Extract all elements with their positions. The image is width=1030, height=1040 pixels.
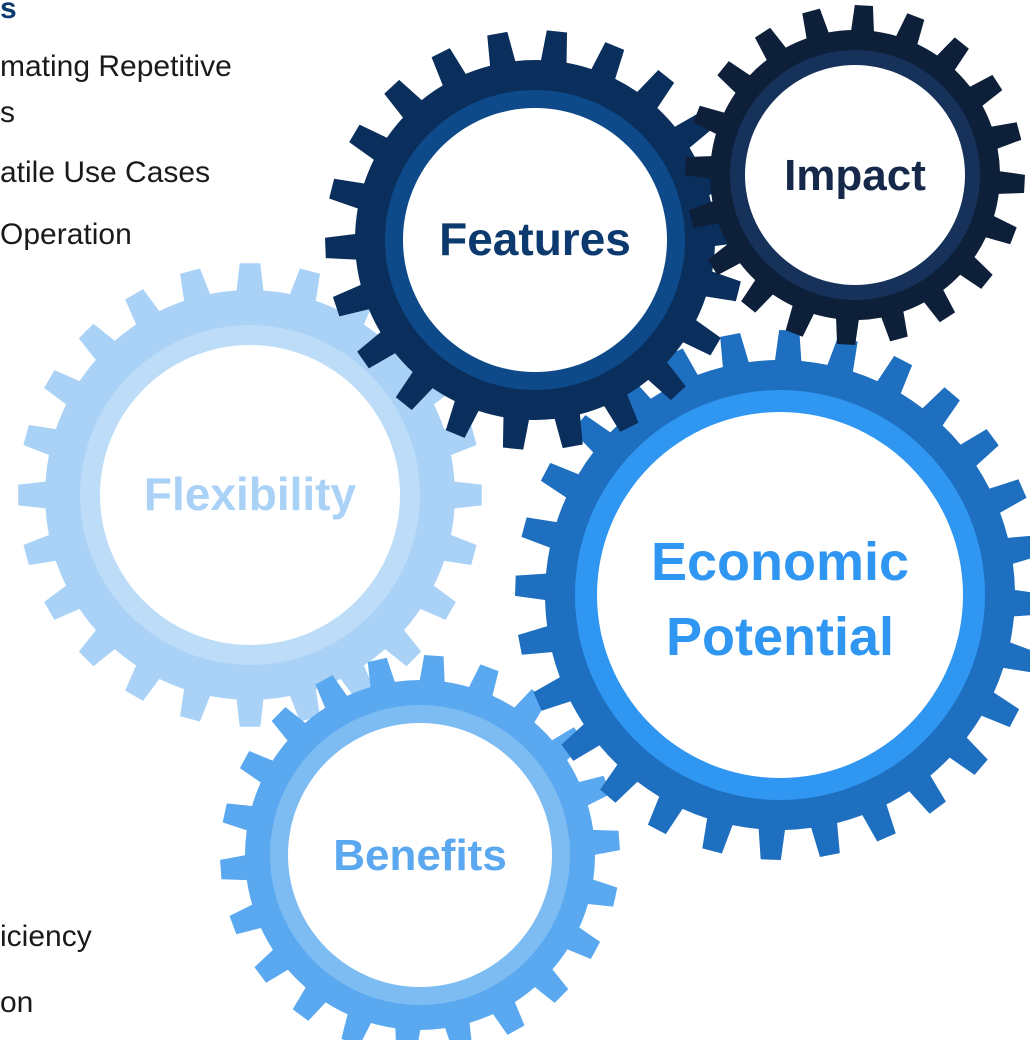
gear-benefits: Benefits [220,655,620,1040]
gear-features-label-1: Features [439,213,631,265]
left-bottom-line-2: on [0,986,34,1019]
gear-economic-center [597,412,963,778]
gear-impact-center [745,65,965,285]
gear-benefits-center [288,723,552,987]
gear-flexibility: Flexibility [18,263,482,727]
gear-features: Features [325,30,745,450]
gear-economic-label-2: Potential [666,607,894,667]
gear-flexibility-label-1: Flexibility [144,468,357,520]
gear-impact: Impact [685,5,1025,345]
gear-impact-label-1: Impact [784,151,926,200]
gear-features-center [403,108,667,372]
left-line-4: Operation [0,218,132,251]
left-bottom-line-1: iciency [0,920,92,953]
left-line-3: atile Use Cases [0,156,211,189]
gear-economic-label-1: Economic [651,532,909,592]
left-heading: s [0,0,17,25]
gear-benefits-label-1: Benefits [333,831,507,880]
left-line-1: mating Repetitive [0,50,232,83]
left-line-2: s [0,96,15,129]
gear-flexibility-center [100,345,400,645]
